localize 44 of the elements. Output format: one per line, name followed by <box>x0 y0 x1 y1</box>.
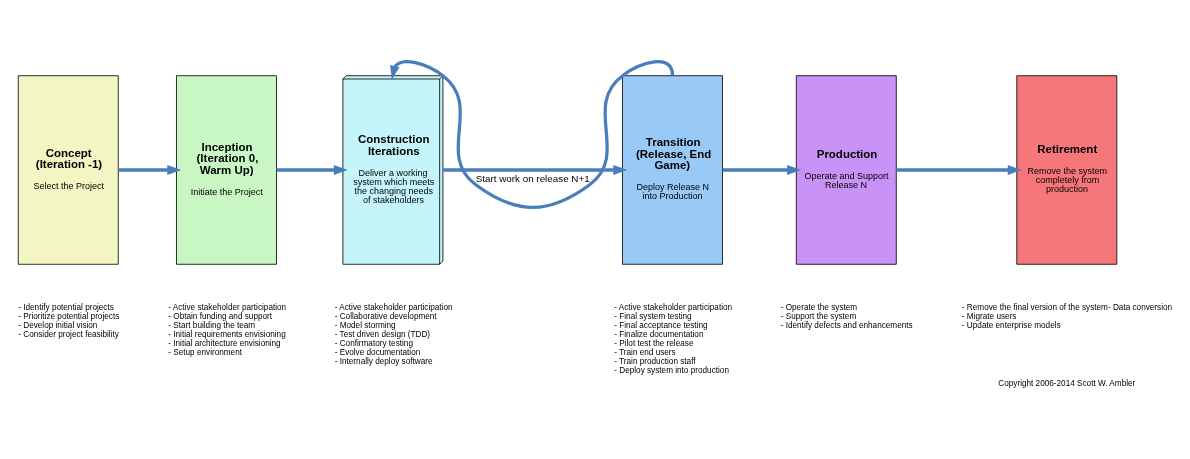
node-label: - Test driven design (TDD) <box>334 329 431 339</box>
arrow <box>276 164 348 175</box>
node-label: - Finalize documentation <box>614 329 704 339</box>
node-box: Concept (Iteration -1) Select the Project <box>17 74 119 265</box>
node-label: - Prioritize potential projects <box>18 311 120 321</box>
node-box: Transition (Release, End Game) Deploy Release N into Production <box>622 74 723 265</box>
node-label: - Model storming <box>334 320 396 330</box>
node-label: - Support the system <box>780 311 857 321</box>
node-label: - Train production staff <box>614 356 696 366</box>
arrow <box>390 59 675 209</box>
node-label: - Deploy system into production <box>614 365 729 375</box>
node-label: - Develop initial vision <box>18 320 98 330</box>
node-label: - Train end users <box>614 347 676 357</box>
node-label: - Collaborative development <box>334 311 437 321</box>
node-box: Inception (Iteration 0, Warm Up) Initiate the Project <box>176 74 277 265</box>
arrow <box>118 164 182 175</box>
node-label: - Pilot test the release <box>614 338 694 348</box>
node-label: - Active stakeholder participation <box>614 302 733 312</box>
node-label: - Consider project feasibility <box>18 329 119 339</box>
node-label: - Identify defects and enhancements <box>780 320 913 330</box>
node-label: - Active stakeholder participation <box>168 302 287 312</box>
node-box: Production Operate and Support Release N <box>795 74 897 265</box>
node-label: - Update enterprise models <box>961 320 1061 330</box>
node-label: - Final system testing <box>614 311 692 321</box>
node-label: - Active stakeholder participation <box>334 302 453 312</box>
arrow <box>896 164 1022 175</box>
node-label: - Obtain funding and support <box>168 311 273 321</box>
node-label: - Start building the team <box>168 320 256 330</box>
arrow <box>722 164 802 175</box>
node-label: - Setup environment <box>168 347 243 357</box>
node-label: - Evolve documentation <box>334 347 421 357</box>
edge-label: Start work on release N+1 <box>475 172 590 184</box>
label: Copyright 2006-2014 Scott W. Ambler <box>998 378 1136 388</box>
node-label: - Operate the system <box>780 302 858 312</box>
node-box: Retirement Remove the system completely from production <box>1016 74 1118 265</box>
node-label: - Confirmatory testing <box>334 338 413 348</box>
node-label: - Final acceptance testing <box>614 320 708 330</box>
node-label: - Migrate users <box>961 311 1017 321</box>
node-label: - Internally deploy software <box>334 356 433 366</box>
node-label: - Remove the final version of the system- Data conversion <box>961 302 1173 312</box>
node-label: - Initial architecture envisioning <box>168 338 281 348</box>
node-label: - Initial requirements envisioning <box>168 329 286 339</box>
node-label: - Identify potential projects <box>18 302 114 312</box>
arrow <box>443 164 628 175</box>
